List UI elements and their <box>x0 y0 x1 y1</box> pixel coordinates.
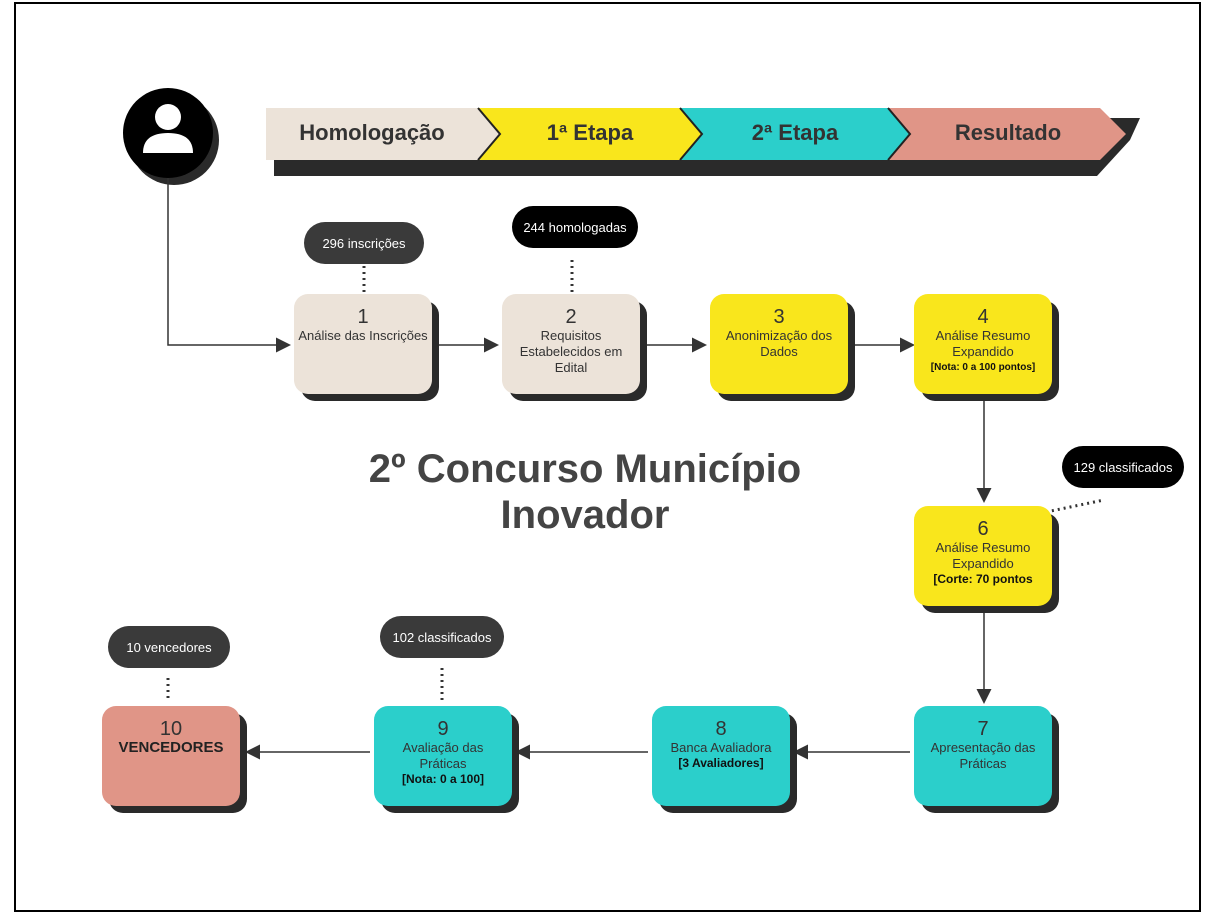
step-number: 7 <box>977 718 989 740</box>
step-8-box: 8 Banca Avaliadora [3 Avaliadores] <box>652 706 790 806</box>
step-label: Anonimização dos Dados <box>725 328 833 359</box>
step-label: Análise Resumo Expandido <box>935 540 1031 571</box>
stage-label-etapa1: 1ª Etapa <box>546 120 634 145</box>
step-number: 1 <box>357 306 369 328</box>
stage-label-etapa2: 2ª Etapa <box>751 120 839 145</box>
step-label: Apresentação das Práticas <box>930 740 1036 771</box>
step-4-box: 4 Análise Resumo Expandido [Nota: 0 a 10… <box>914 294 1052 394</box>
bubble-inscricoes: 296 inscrições <box>304 222 424 264</box>
step-1-box: 1 Análise das Inscrições <box>294 294 432 394</box>
step-number: 3 <box>773 306 785 328</box>
user-icon <box>123 88 219 185</box>
outer-frame <box>14 2 1201 912</box>
step-label: Análise das Inscrições <box>298 328 428 343</box>
step-note: [Nota: 0 a 100] <box>401 772 485 786</box>
stage-etapa1-shape <box>478 108 702 160</box>
step-9-box: 9 Avaliação das Práticas [Nota: 0 a 100] <box>374 706 512 806</box>
step-7-box: 7 Apresentação das Práticas <box>914 706 1052 806</box>
stage-homologacao-shape <box>266 108 500 160</box>
stage-etapa2-shape <box>680 108 910 160</box>
stage-resultado-shape <box>888 108 1126 160</box>
step-number: 4 <box>977 306 989 328</box>
step-note: [Corte: 70 pontos <box>933 572 1033 586</box>
step-label: Avaliação das Práticas <box>402 740 484 771</box>
stage-label-homologacao: Homologação <box>299 120 445 145</box>
step-label: Análise Resumo Expandido <box>935 328 1031 359</box>
step-label: VENCEDORES <box>118 739 224 756</box>
bubble-homologadas: 244 homologadas <box>512 206 638 248</box>
diagram-title: 2º Concurso Município Inovador <box>300 446 870 538</box>
step-note: [Nota: 0 a 100 pontos] <box>930 362 1036 373</box>
step-number: 8 <box>715 718 727 740</box>
step-label: Banca Avaliadora <box>670 740 772 755</box>
stage-label-resultado: Resultado <box>954 120 1062 145</box>
step-6-box: 6 Análise Resumo Expandido [Corte: 70 po… <box>914 506 1052 606</box>
bubble-vencedores: 10 vencedores <box>108 626 230 668</box>
title-line1: 2º Concurso Município <box>368 447 802 491</box>
step-number: 9 <box>437 718 449 740</box>
step-note: [3 Avaliadores] <box>678 756 764 770</box>
step-number: 6 <box>977 518 989 540</box>
step-number: 10 <box>159 718 183 740</box>
title-line2: Inovador <box>500 493 670 537</box>
step-number: 2 <box>565 306 577 328</box>
step-2-box: 2 Requisitos Estabelecidos em Edital <box>502 294 640 394</box>
step-label: Requisitos Estabelecidos em Edital <box>519 328 623 375</box>
step-10-box: 10 VENCEDORES <box>102 706 240 806</box>
bubble-classificados-102: 102 classificados <box>380 616 504 658</box>
start-connector <box>167 178 291 353</box>
step-3-box: 3 Anonimização dos Dados <box>710 294 848 394</box>
bubble-classificados-129: 129 classificados <box>1062 446 1184 488</box>
